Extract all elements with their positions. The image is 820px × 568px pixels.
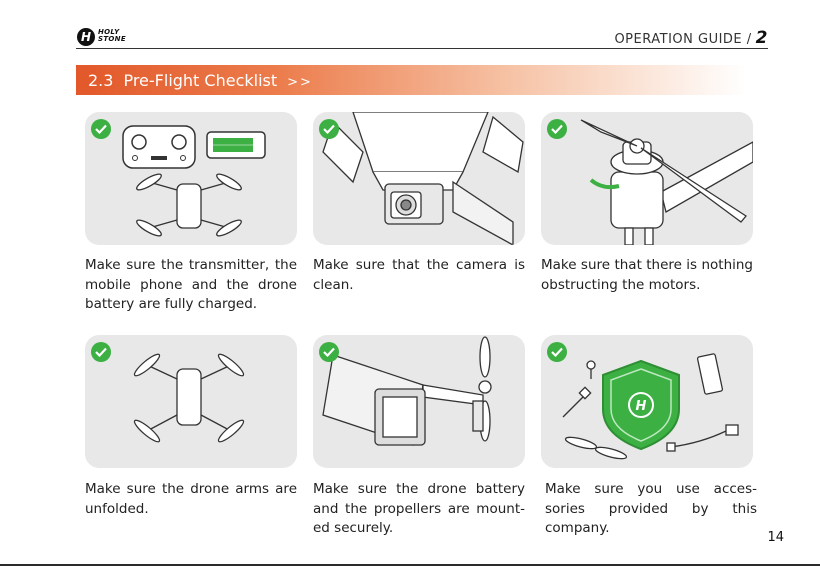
check-icon	[319, 342, 339, 362]
page-number: 14	[767, 530, 784, 545]
logo-text: HOLY STONE	[98, 28, 126, 43]
transmitter-battery-drone-illustration	[122, 125, 266, 237]
checklist-image-camera	[313, 112, 525, 245]
svg-text:H: H	[636, 399, 647, 414]
check-icon	[91, 342, 111, 362]
chapter-number: 2	[755, 28, 768, 48]
accessories-illustration: H	[562, 353, 739, 460]
caption-battery-propellers: Make sure the drone battery and the prop…	[313, 481, 525, 536]
unfolded-drone-illustration	[133, 353, 245, 443]
checklist-image-charging	[85, 112, 297, 245]
checklist-image-battery-propellers	[313, 335, 525, 468]
operation-guide-label: OPERATION GUIDE /2	[614, 28, 768, 48]
battery-propellers-illustration	[322, 336, 492, 446]
camera-illustration	[322, 112, 524, 245]
section-title: Pre-Flight Checklist	[123, 71, 278, 90]
check-icon	[91, 119, 111, 139]
checklist-image-arms	[85, 335, 297, 468]
caption-arms: Make sure the drone arms are unfolded.	[85, 481, 297, 517]
check-icon	[547, 342, 567, 362]
checklist-image-motors	[541, 112, 753, 245]
caption-camera: Make sure that the camera is clean.	[313, 257, 525, 293]
section-arrows: >>	[287, 75, 313, 90]
caption-accessories: Make sure you use acces-sories provided …	[545, 481, 757, 536]
caption-motors: Make sure that there is nothing obstruct…	[541, 257, 753, 293]
motor-illustration	[580, 119, 753, 245]
check-icon	[319, 119, 339, 139]
footer-divider	[0, 564, 820, 566]
caption-charging: Make sure the transmitter, the mobile ph…	[85, 257, 297, 312]
svg-text:H: H	[81, 30, 91, 44]
checklist-image-accessories: H	[541, 335, 753, 468]
section-banner: 2.3 Pre-Flight Checklist >>	[76, 65, 746, 95]
holy-stone-logo-icon: H	[77, 28, 95, 46]
check-icon	[547, 119, 567, 139]
section-number: 2.3	[88, 71, 114, 90]
header-divider	[76, 48, 768, 49]
